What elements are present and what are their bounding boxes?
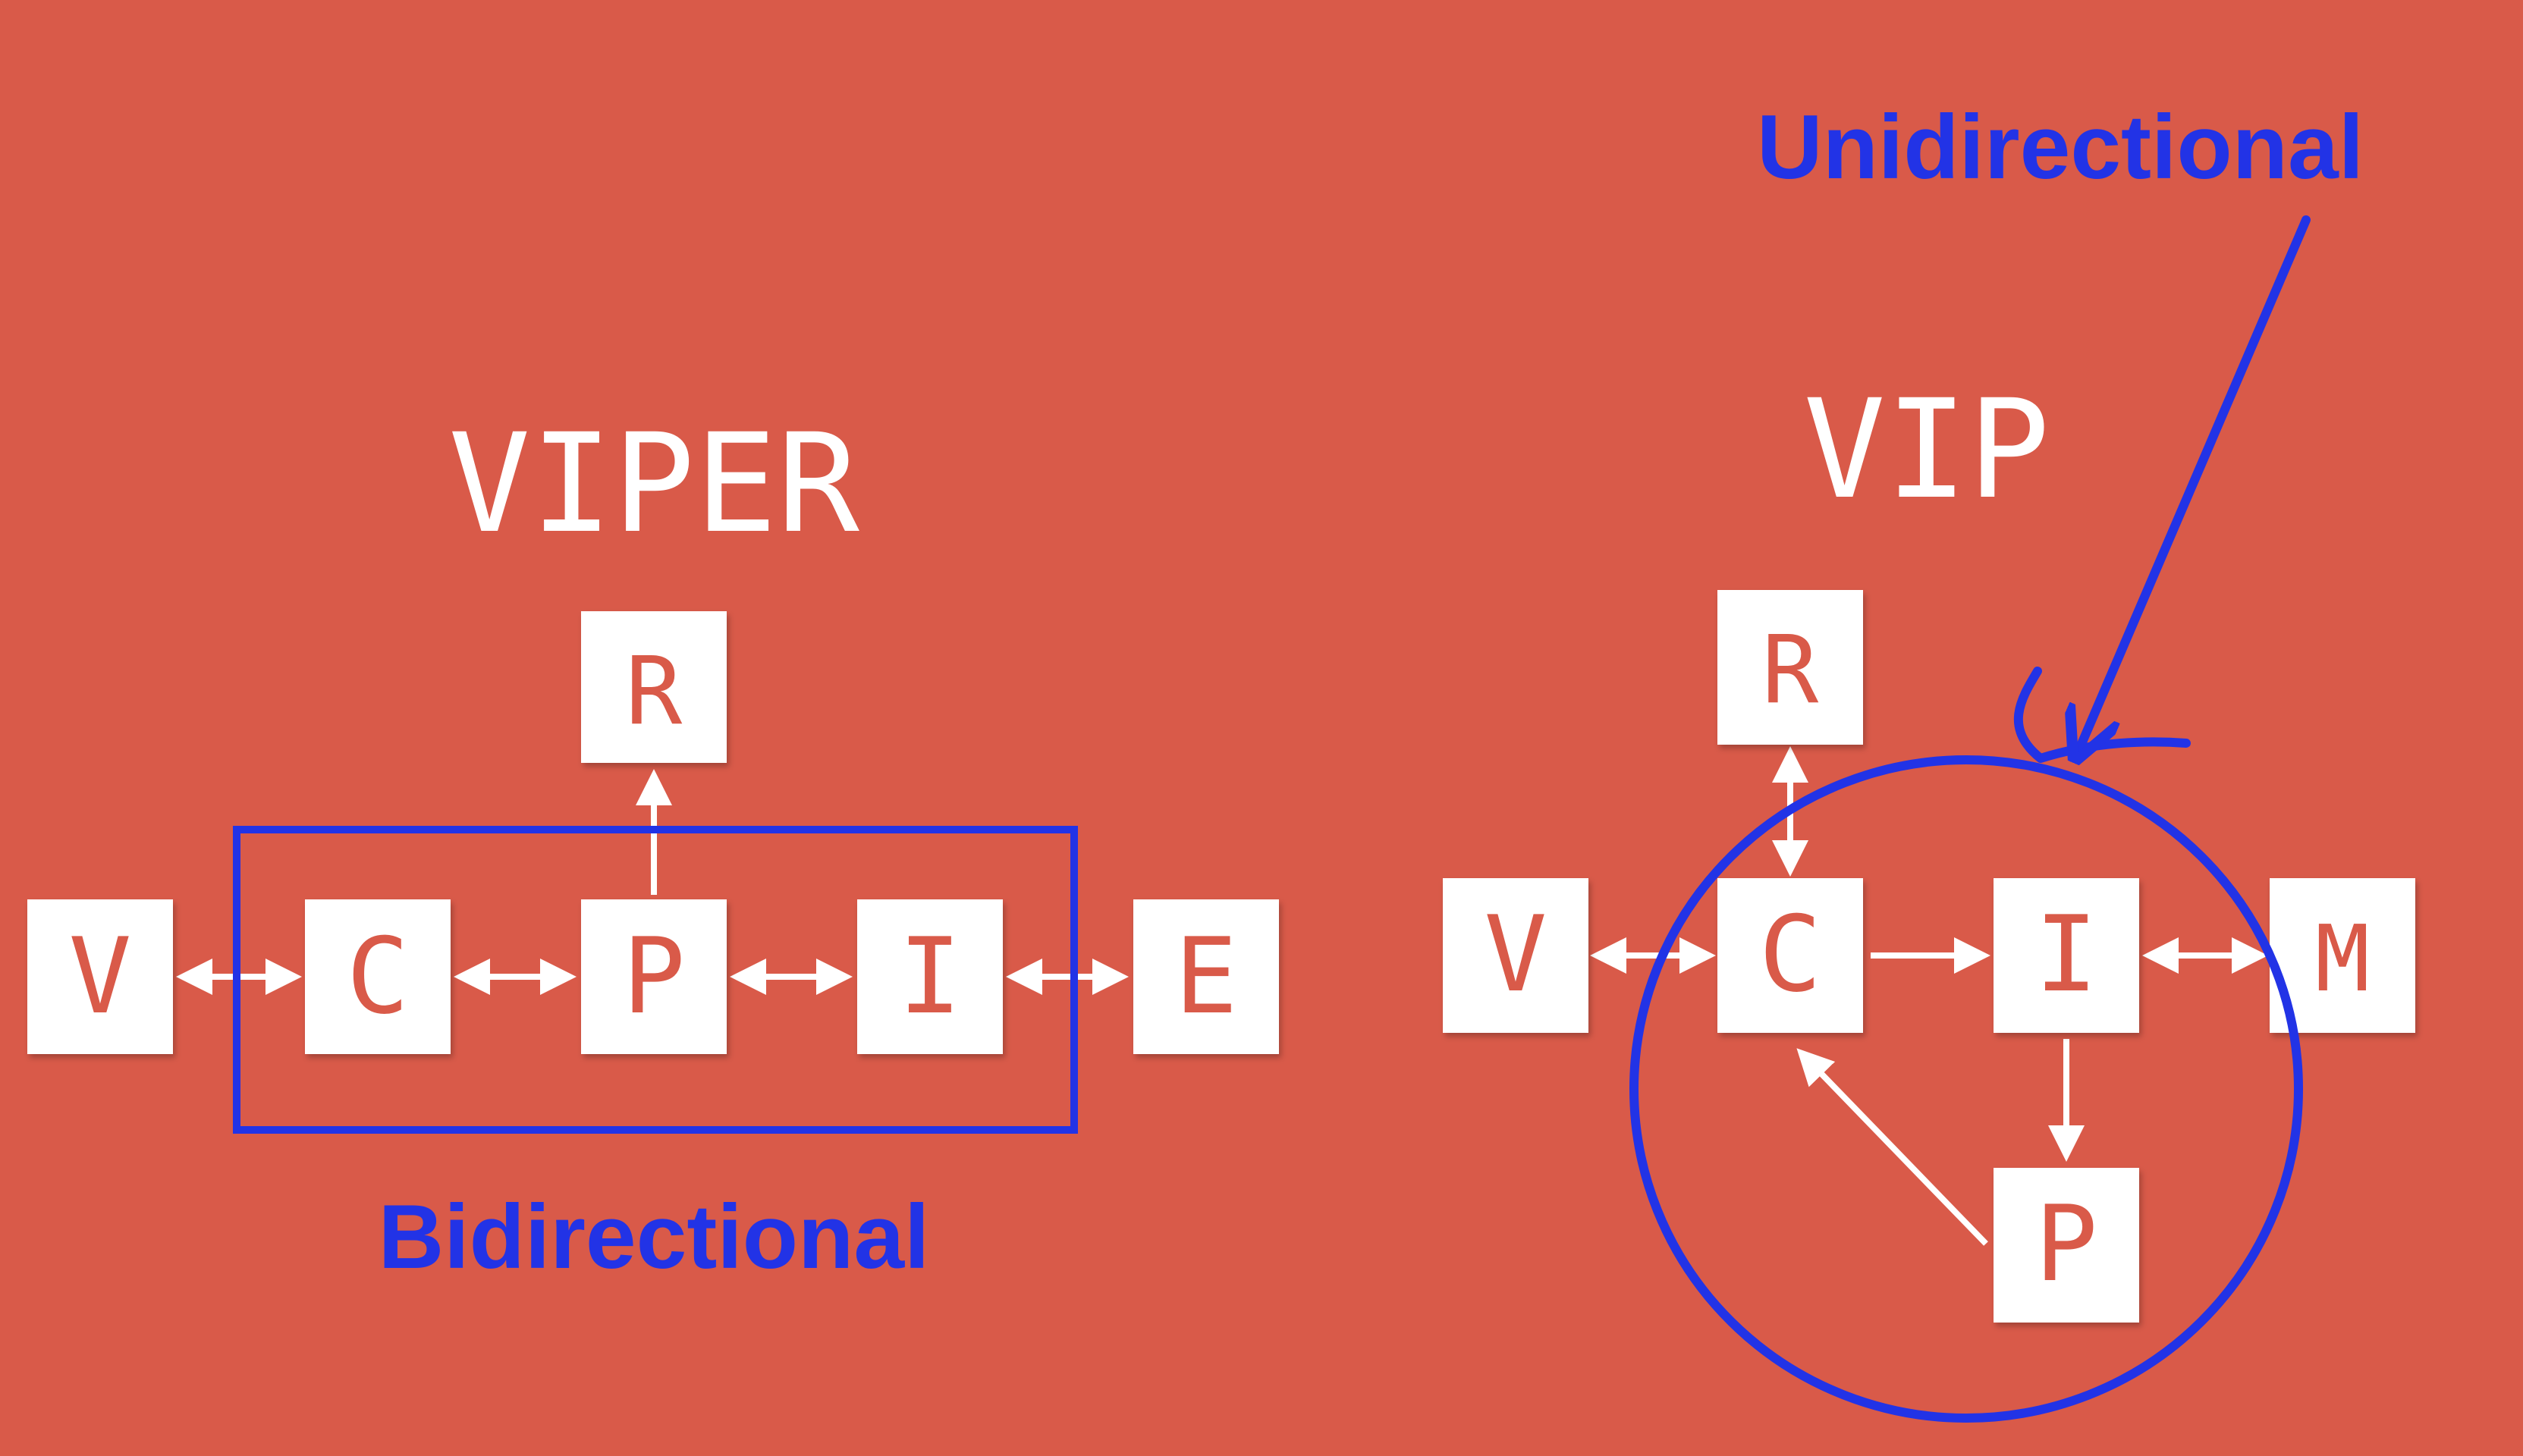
vip-box-m: M [2270, 878, 2415, 1033]
viper-box-c-label: C [346, 915, 409, 1037]
viper-box-p: P [581, 899, 727, 1054]
vip-box-v-label: V [1484, 893, 1547, 1015]
viper-box-e: E [1133, 899, 1279, 1054]
vip-box-m-label: M [2315, 907, 2370, 1012]
bidirectional-highlight-box [233, 826, 1078, 1134]
viper-box-i-label: I [898, 915, 961, 1037]
viper-section: VIPER V C P I E [27, 405, 1279, 1288]
vip-connectors [1590, 746, 2268, 1246]
bidirectional-label: Bidirectional [379, 1186, 930, 1288]
unidirectional-label: Unidirectional [1757, 96, 2364, 198]
vip-box-p: P [1994, 1168, 2139, 1323]
viper-box-c: C [305, 899, 451, 1054]
viper-box-v-label: V [68, 915, 131, 1037]
vip-title: VIP [1803, 371, 2050, 529]
vip-box-r-label: R [1762, 616, 1819, 725]
vip-section: VIP V C I M R [1443, 96, 2415, 1423]
viper-title: VIPER [448, 405, 859, 563]
viper-box-p-label: P [622, 915, 685, 1037]
unidirectional-highlight-circle [1629, 755, 2303, 1423]
vip-box-c: C [1717, 878, 1863, 1033]
vip-box-p-label: P [2034, 1183, 2097, 1305]
vip-box-r: R [1717, 590, 1863, 745]
vip-arrow-p-c [1796, 1048, 1988, 1246]
unidirectional-pointer-arrow [2077, 215, 2311, 755]
viper-box-v: V [27, 899, 173, 1054]
viper-box-r: R [581, 611, 727, 763]
vip-box-v: V [1443, 878, 1588, 1033]
viper-box-i: I [857, 899, 1003, 1054]
vip-box-c-label: C [1758, 893, 1821, 1015]
vip-box-i: I [1994, 878, 2139, 1033]
viper-connectors [176, 769, 1129, 995]
viper-box-e-label: E [1174, 915, 1237, 1037]
vip-box-i-label: I [2034, 893, 2097, 1015]
viper-box-r-label: R [626, 637, 683, 746]
